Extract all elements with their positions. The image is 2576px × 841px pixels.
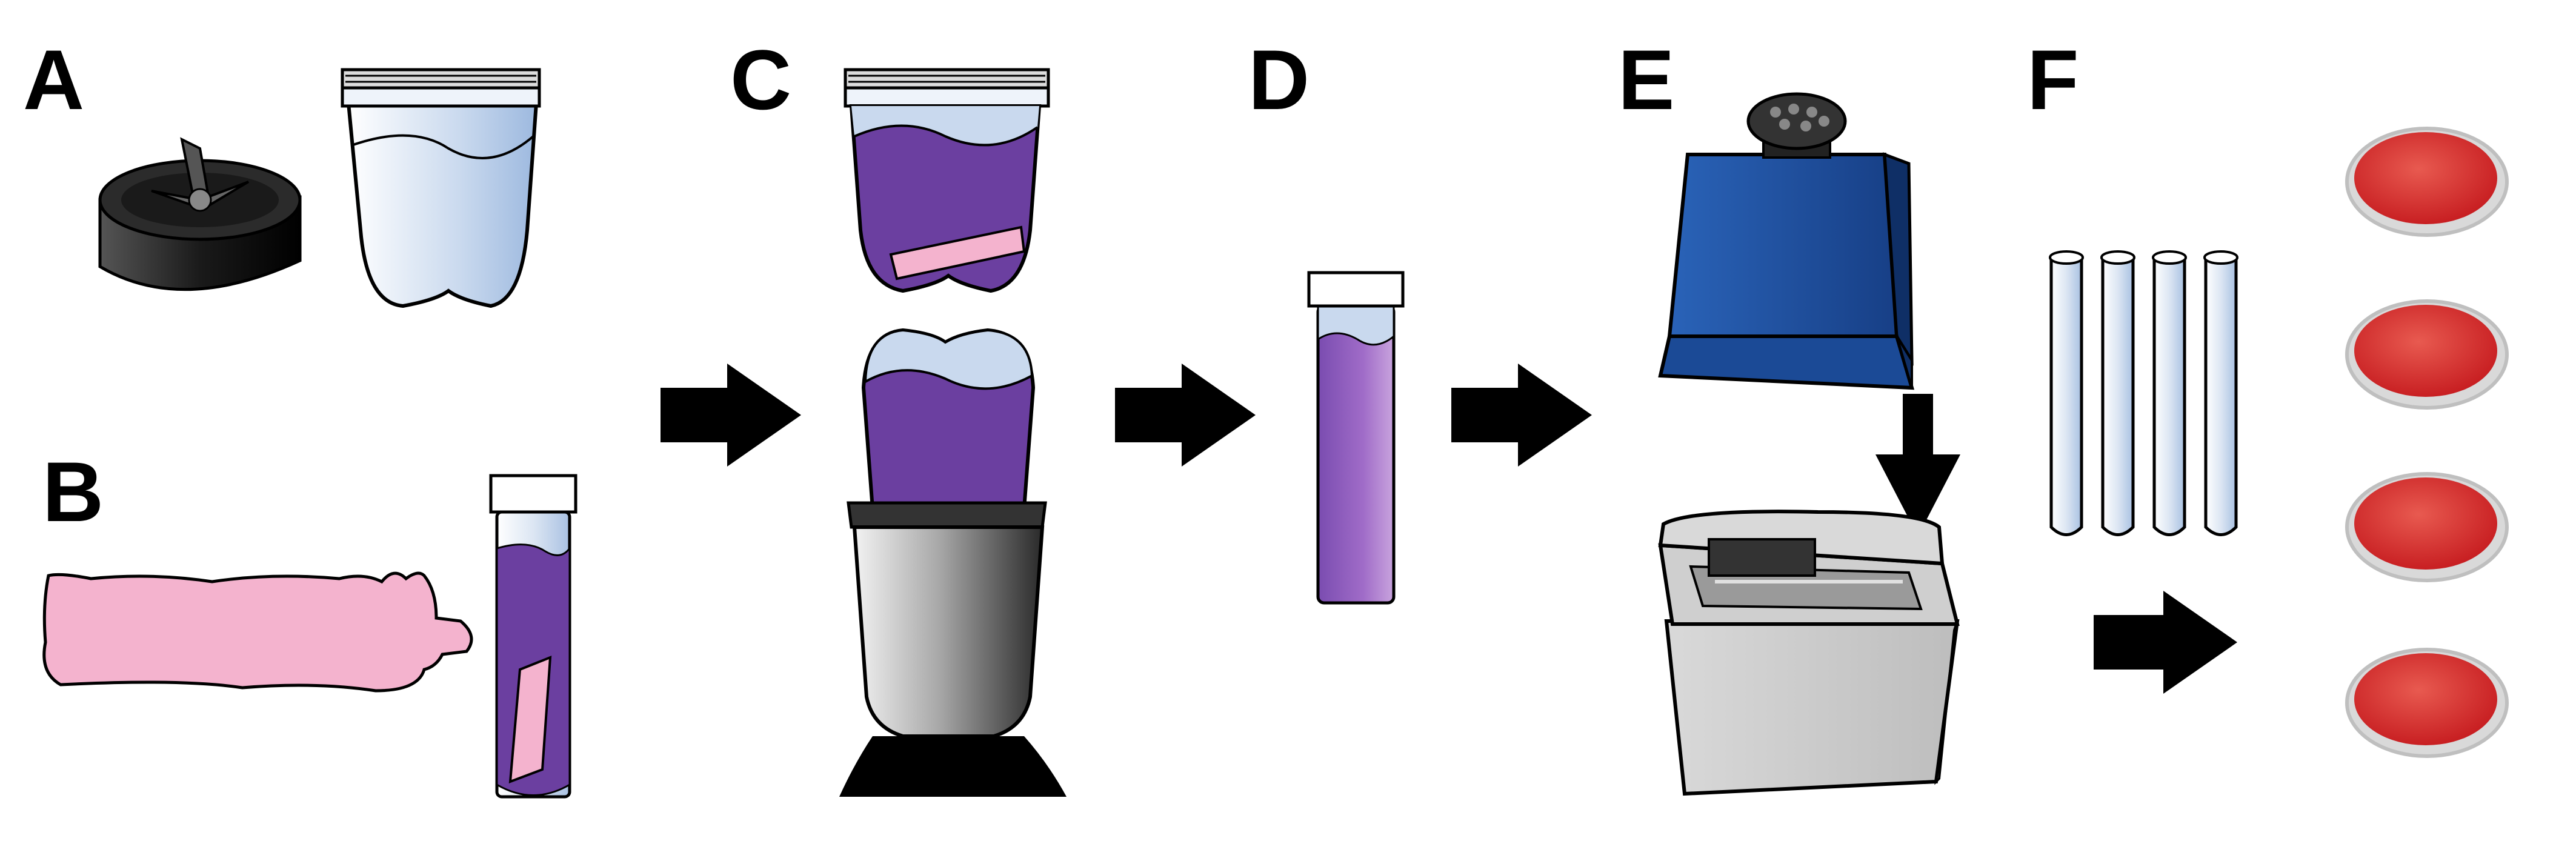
agar-plate-icon: [2345, 648, 2509, 758]
arrow-icon: [1875, 394, 1960, 536]
filtrate-tube-icon: [1307, 271, 1405, 605]
blender-icon: [839, 68, 1067, 797]
test-tube-icon: [2100, 250, 2135, 536]
test-tube-icon: [2203, 250, 2238, 536]
blender-cup-icon: [341, 68, 541, 308]
panel-label-b: B: [42, 444, 104, 539]
test-tube-icon: [2152, 250, 2187, 536]
panel-label-f: F: [2027, 32, 2079, 127]
arrow-icon: [1115, 364, 1256, 467]
agar-plate-icon: [2345, 472, 2509, 582]
agar-plate-icon: [2345, 299, 2509, 410]
water-bath-icon: [1658, 510, 1960, 796]
arrow-icon: [2094, 591, 2237, 694]
blender-blade-base-icon: [98, 137, 302, 291]
agar-plate-icon: [2345, 127, 2509, 237]
panel-label-d: D: [1248, 32, 1310, 127]
sample-tube-icon: [489, 474, 577, 799]
centrifuge-icon: [1658, 92, 1915, 390]
arrow-icon: [1451, 364, 1592, 467]
panel-label-c: C: [730, 32, 791, 127]
panel-label-a: A: [23, 32, 84, 127]
test-tube-icon: [2049, 250, 2084, 536]
tissue-sample-icon: [42, 571, 473, 693]
panel-label-e: E: [1618, 32, 1674, 127]
arrow-icon: [661, 364, 801, 467]
